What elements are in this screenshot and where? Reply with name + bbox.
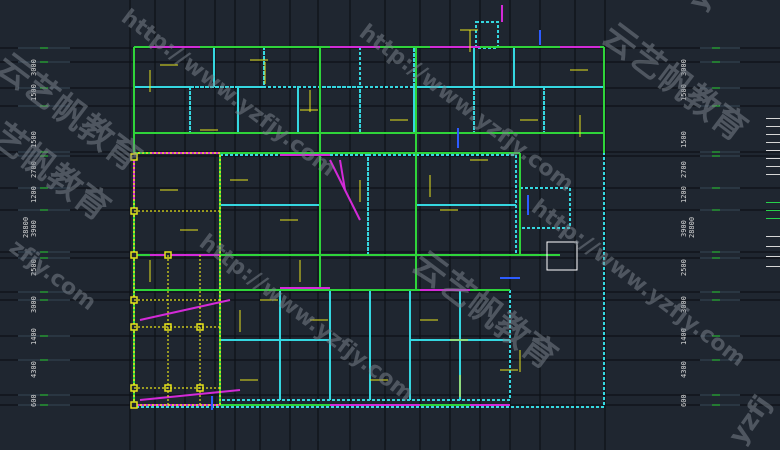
dim-left-8: 3000 bbox=[30, 296, 38, 313]
scroll-tick bbox=[766, 158, 780, 159]
left-dimension-labels: 3000 1500 1500 2700 1200 3900 2500 3000 … bbox=[22, 59, 38, 407]
beam bbox=[339, 159, 346, 191]
beam bbox=[139, 299, 231, 321]
dim-left-9: 1400 bbox=[30, 328, 38, 345]
dim-right-7: 2500 bbox=[680, 259, 688, 276]
column-marker bbox=[130, 401, 138, 409]
dim-left-7: 2500 bbox=[30, 259, 38, 276]
dim-right-5: 1200 bbox=[680, 186, 688, 203]
left-wing-outline bbox=[133, 152, 221, 406]
dim-right-4: 2700 bbox=[680, 161, 688, 178]
column-marker bbox=[130, 153, 138, 161]
scroll-tick bbox=[766, 150, 780, 151]
dim-left-1: 3000 bbox=[30, 59, 38, 76]
dim-right-9: 1400 bbox=[680, 328, 688, 345]
dim-right-11: 600 bbox=[680, 394, 688, 407]
shaft-top bbox=[475, 21, 499, 49]
scroll-thumb-line bbox=[766, 210, 780, 211]
scroll-thumb-line bbox=[766, 202, 780, 203]
dim-left-2: 1500 bbox=[30, 84, 38, 101]
dim-left-5: 1200 bbox=[30, 186, 38, 203]
scroll-tick bbox=[766, 142, 780, 143]
scroll-tick bbox=[766, 166, 780, 167]
scroll-tick bbox=[766, 134, 780, 135]
scroll-tick bbox=[766, 118, 780, 119]
scroll-tick bbox=[766, 174, 780, 175]
scroll-tick bbox=[766, 266, 780, 267]
column-marker bbox=[130, 251, 138, 259]
dim-right-1: 3000 bbox=[680, 59, 688, 76]
scroll-thumb-line bbox=[766, 218, 780, 219]
dim-right-2: 1500 bbox=[680, 84, 688, 101]
dim-right-total: 28800 bbox=[688, 217, 696, 238]
vertical-scroll-track[interactable] bbox=[766, 118, 780, 268]
dim-left-11: 600 bbox=[30, 394, 38, 407]
scroll-tick bbox=[766, 256, 780, 257]
dim-left-6: 3900 bbox=[30, 220, 38, 237]
scroll-tick bbox=[766, 236, 780, 237]
selection-box bbox=[546, 241, 578, 271]
dim-right-10: 4300 bbox=[680, 361, 688, 378]
dim-right-6: 3900 bbox=[680, 220, 688, 237]
dim-left-10: 4300 bbox=[30, 361, 38, 378]
detail-layer bbox=[130, 29, 588, 410]
dim-left-total: 28800 bbox=[22, 217, 30, 238]
room-lower bbox=[279, 339, 331, 401]
dim-right-8: 3000 bbox=[680, 296, 688, 313]
scroll-tick bbox=[766, 246, 780, 247]
dim-left-4: 2700 bbox=[30, 161, 38, 178]
right-dimension-labels: 3000 1500 1500 2700 1200 3900 2500 3000 … bbox=[680, 59, 696, 407]
scroll-tick bbox=[766, 126, 780, 127]
dim-left-3: 1500 bbox=[30, 131, 38, 148]
dim-right-3: 1500 bbox=[680, 131, 688, 148]
beam bbox=[139, 389, 241, 401]
